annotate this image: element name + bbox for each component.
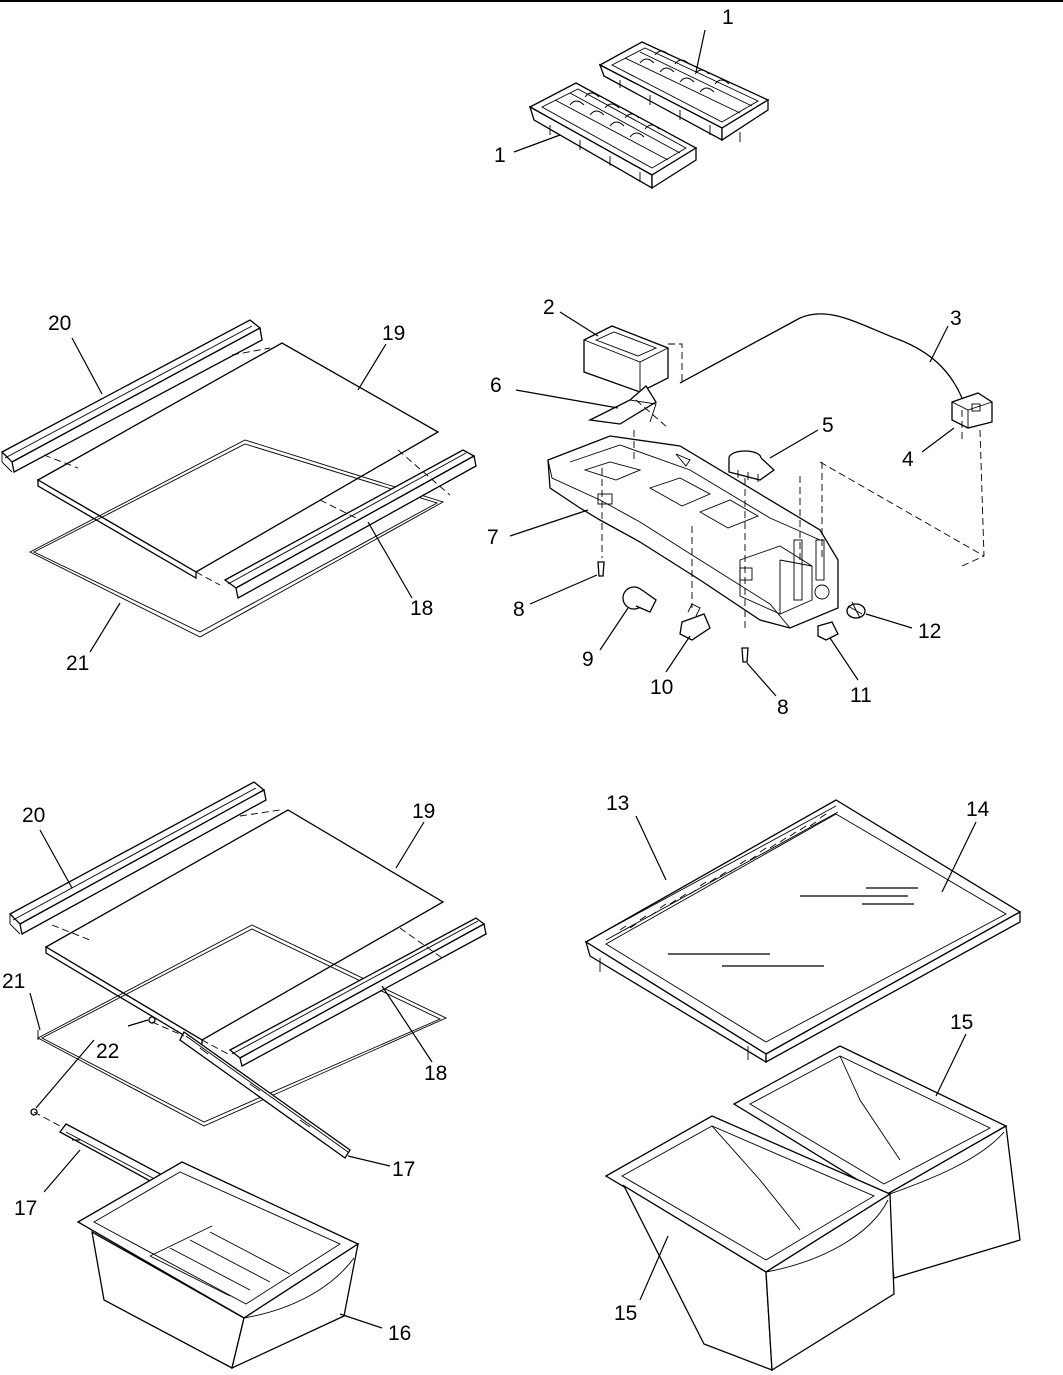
callout-cover-glass: 14 bbox=[966, 798, 990, 821]
callout-pin: 22 bbox=[96, 1040, 119, 1063]
callout-screw-b: 8 bbox=[777, 696, 789, 719]
wire-harness-3 bbox=[679, 313, 963, 399]
bulb-9 bbox=[622, 586, 657, 613]
callout-screw-a: 8 bbox=[513, 598, 525, 621]
lamp-socket-10 bbox=[679, 603, 711, 641]
callout-glass-top: 19 bbox=[382, 322, 405, 345]
callout-trim-front-bottom: 18 bbox=[424, 1062, 447, 1085]
callout-crisper-cover: 13 bbox=[606, 792, 629, 815]
shelf-rear-trim-bottom bbox=[8, 781, 267, 935]
callout-pan-front: 15 bbox=[614, 1302, 637, 1325]
bracket-2 bbox=[583, 325, 669, 393]
socket-5 bbox=[728, 450, 776, 482]
callout-trim-rear-bottom: 20 bbox=[22, 804, 45, 827]
pin-22 bbox=[30, 1016, 156, 1116]
crisper-cover bbox=[584, 799, 1022, 1064]
callout-meat-pan: 16 bbox=[388, 1322, 411, 1345]
callout-socket: 5 bbox=[822, 414, 834, 437]
callout-baffle: 6 bbox=[490, 374, 502, 397]
callout-knob: 12 bbox=[918, 620, 941, 643]
callout-bracket: 2 bbox=[543, 296, 555, 319]
control-housing-7 bbox=[547, 435, 839, 629]
callout-slide-right: 17 bbox=[392, 1158, 415, 1181]
shelf-frame-bottom bbox=[37, 924, 448, 1127]
shelf-glass-bottom bbox=[44, 809, 445, 1048]
callout-clip: 11 bbox=[850, 684, 872, 707]
slide-rail-right bbox=[179, 1031, 351, 1159]
callout-lamp-socket: 10 bbox=[650, 676, 673, 699]
shelf-rear-trim-top bbox=[0, 319, 263, 473]
callout-ice-tray-top: 1 bbox=[722, 6, 734, 29]
callout-pan-back: 15 bbox=[950, 1011, 973, 1034]
callout-frame-top: 21 bbox=[66, 652, 89, 675]
callout-trim-front-top: 18 bbox=[410, 597, 433, 620]
clip-11 bbox=[817, 621, 839, 641]
shelf-frame-top bbox=[29, 439, 445, 638]
shelf-front-trim-top bbox=[223, 449, 477, 599]
knob-12 bbox=[846, 601, 866, 619]
ice-tray-front bbox=[528, 82, 698, 190]
baffle-6 bbox=[587, 385, 657, 425]
switch-4 bbox=[951, 392, 993, 429]
callout-slide-left: 17 bbox=[14, 1197, 37, 1220]
callout-bulb: 9 bbox=[582, 648, 594, 671]
callout-frame-bottom: 21 bbox=[2, 970, 25, 993]
callout-switch: 4 bbox=[902, 448, 914, 471]
crisper-pan-front bbox=[604, 1115, 895, 1372]
screw-8b bbox=[741, 647, 749, 663]
screw-8a bbox=[597, 561, 605, 577]
callout-control-housing: 7 bbox=[487, 526, 499, 549]
callout-harness: 3 bbox=[950, 307, 962, 330]
callout-glass-bottom: 19 bbox=[412, 800, 435, 823]
ice-tray-back bbox=[598, 41, 770, 142]
callout-trim-rear-top: 20 bbox=[48, 312, 71, 335]
shelf-glass-top bbox=[36, 342, 440, 580]
crisper-pan-back bbox=[732, 1045, 1021, 1279]
callout-ice-tray-bottom: 1 bbox=[494, 144, 506, 167]
meat-pan bbox=[76, 1161, 360, 1370]
shelf-front-trim-bottom bbox=[228, 917, 487, 1067]
